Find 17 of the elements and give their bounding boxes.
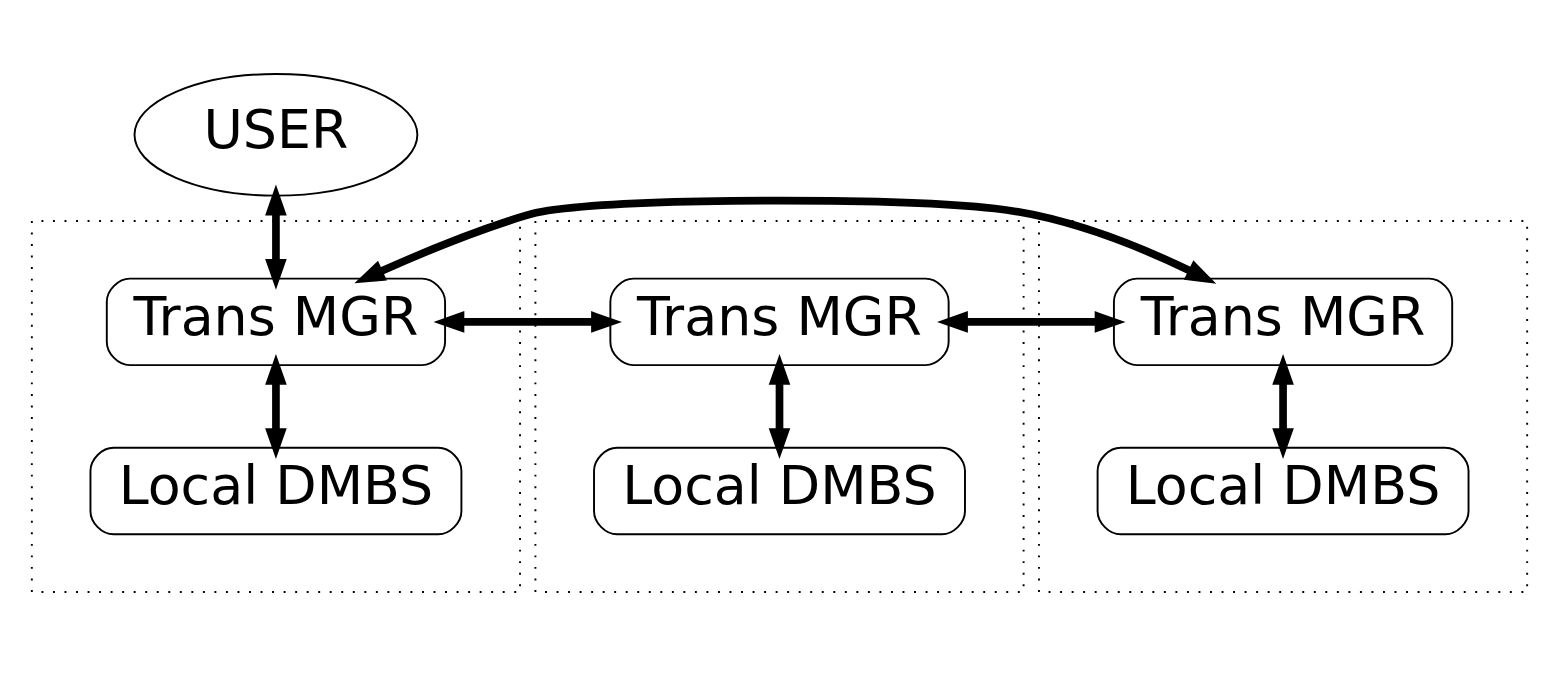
arrow [433,310,622,333]
node-box: Local DMBS [593,446,966,535]
cluster [534,219,1025,593]
arrow [768,353,791,459]
node-box: Trans MGR [1112,277,1454,366]
node-box: Trans MGR [105,277,447,366]
cluster [30,219,521,593]
node-box: Trans MGR [609,277,950,366]
arrow [937,310,1126,333]
arrow [354,196,1217,284]
cluster [1038,219,1529,593]
node-box: Local DMBS [89,446,463,535]
node-ellipse: USER [133,72,419,197]
node-box: Local DMBS [1096,446,1470,535]
arrow [1272,353,1294,459]
arrow [265,353,287,459]
arrow [265,184,287,290]
